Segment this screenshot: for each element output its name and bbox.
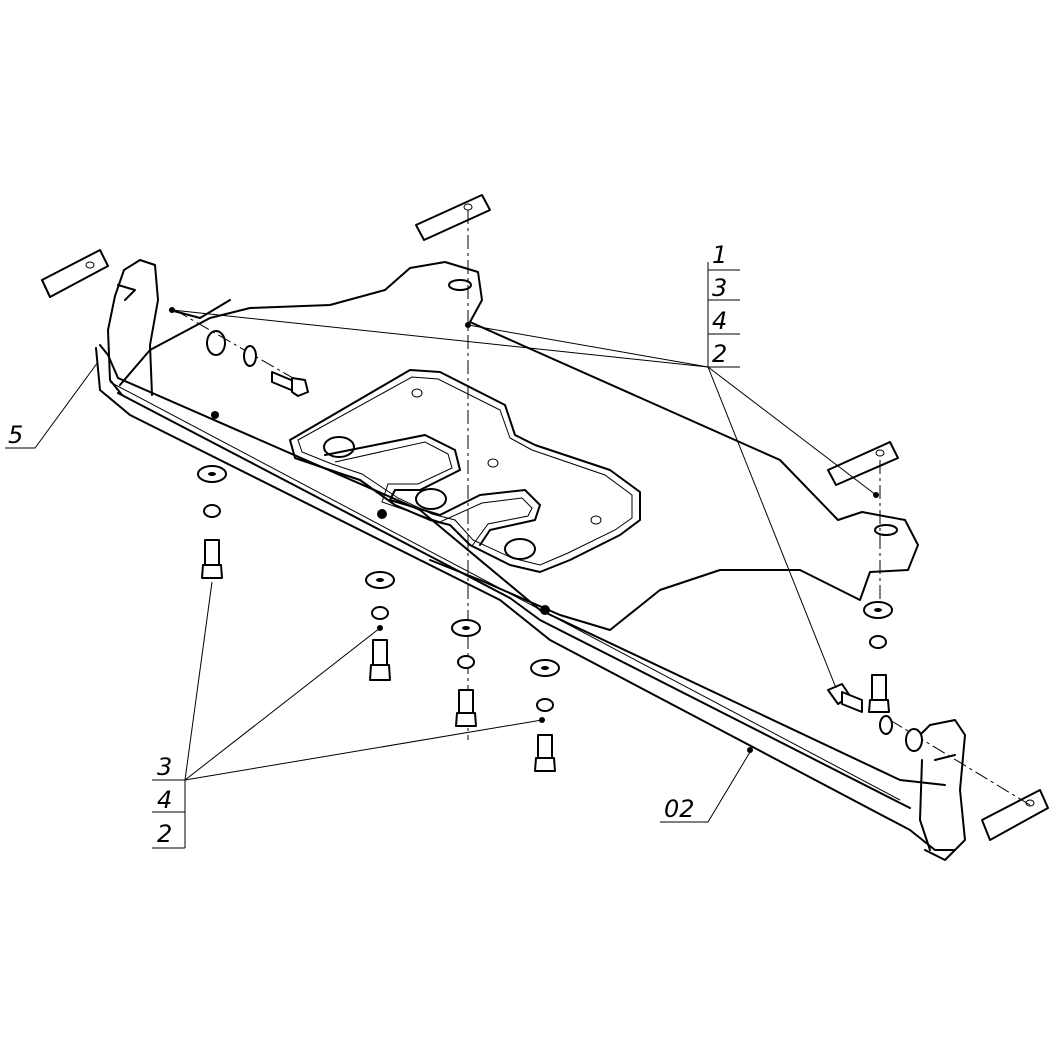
callout-label: 3 [157, 753, 172, 781]
nut-plate-left [41, 249, 109, 298]
bolt-stack-4 [530, 659, 560, 772]
bolt-stack-1 [197, 465, 227, 579]
callout-label: 2 [157, 820, 172, 848]
side-bolt-right [827, 683, 923, 752]
callout-label: 4 [157, 786, 172, 814]
callout-label: 3 [712, 274, 727, 302]
callout-bottom-right: 02 [664, 795, 695, 823]
leader-lines [5, 262, 879, 849]
callout-left: 5 [8, 421, 23, 449]
nut-plate-right [827, 441, 899, 486]
center-lines [174, 210, 1031, 806]
skid-plate [95, 259, 966, 861]
bolt-stack-right [863, 601, 893, 713]
nut-plate-bottom-right [981, 789, 1049, 841]
callout-upper-right: 1 3 4 2 [712, 241, 727, 368]
nut-plate-top [415, 194, 491, 241]
side-bolt-left [243, 345, 309, 397]
bolt-stack-2 [365, 571, 395, 681]
bolt-stack-3 [451, 619, 481, 727]
callout-lower-left: 3 4 2 [157, 753, 172, 848]
callout-label: 2 [712, 340, 727, 368]
callout-label: 4 [712, 307, 727, 335]
callout-label: 1 [712, 241, 727, 269]
